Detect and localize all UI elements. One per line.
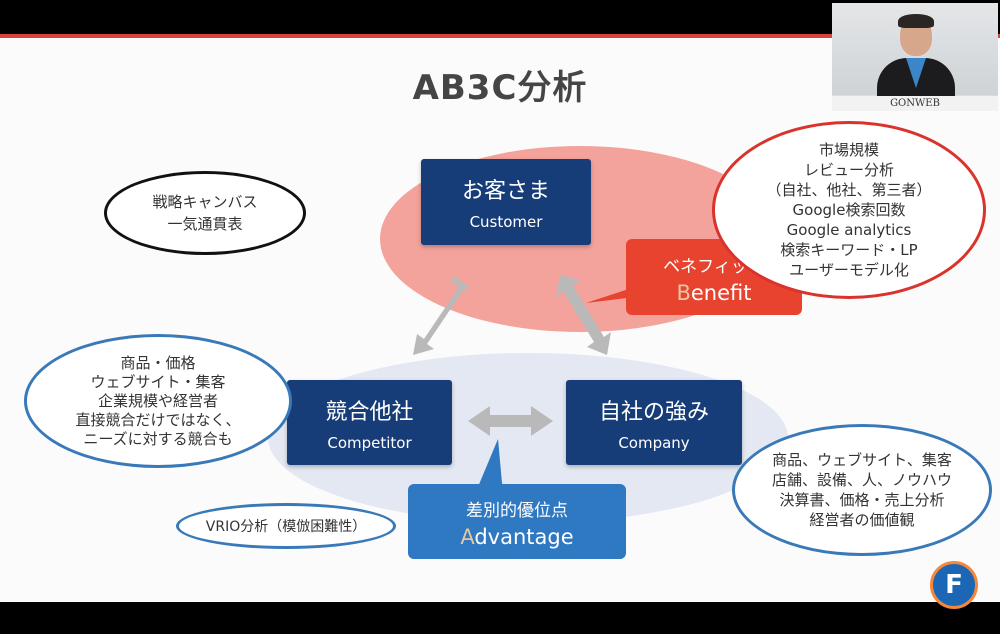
competitor-node-title: 競合他社 <box>325 400 414 425</box>
customer-note-line: ユーザーモデル化 <box>789 261 909 279</box>
strategy-note-line: 戦略キャンバス <box>152 193 258 211</box>
competitor-node: 競合他社 Competitor <box>287 380 452 465</box>
competitor-note-line: 企業規模や経営者 <box>97 391 218 410</box>
company-note-line: 商品、ウェブサイト、集客 <box>772 451 952 469</box>
competitor-note-line: ニーズに対する競合も <box>83 429 233 448</box>
advantage-rest: dvantage <box>474 525 574 549</box>
competitor-note-line: 商品・価格 <box>120 353 196 372</box>
presenter-label: GONWEB <box>832 96 998 111</box>
advantage-initial: A <box>460 525 475 549</box>
strategy-note-line: 一気通貫表 <box>167 215 243 233</box>
slide-red-rule <box>0 34 1000 38</box>
bottom-black-bar <box>0 602 1000 634</box>
slide: AB3C分析 お客さま Customer 競合他社 Competitor 自社の… <box>0 38 1000 602</box>
company-node-subtitle: Company <box>618 434 690 452</box>
company-node-title: 自社の強み <box>598 400 709 425</box>
competitor-note-line: ウェブサイト・集客 <box>90 372 226 391</box>
competitor-note: 商品・価格 ウェブサイト・集客 企業規模や経営者 直接競合だけではなく、 ニーズ… <box>24 334 292 468</box>
advantage-callout-subtitle: Advantage <box>408 525 626 549</box>
presenter-hair <box>898 14 934 28</box>
company-note-line: 決算書、価格・売上分析 <box>779 491 945 509</box>
channel-logo-letter: F <box>945 570 963 600</box>
customer-node-title: お客さま <box>461 179 550 204</box>
benefit-callout-subtitle: Benefit <box>626 281 802 305</box>
advantage-callout: 差別的優位点 Advantage <box>408 484 626 559</box>
customer-note-line: 検索キーワード・LP <box>780 241 918 259</box>
strategy-note: 戦略キャンバス 一気通貫表 <box>104 171 306 255</box>
company-note-line: 経営者の価値観 <box>809 511 915 529</box>
company-node: 自社の強み Company <box>566 380 742 465</box>
benefit-initial: B <box>676 281 691 305</box>
customer-note-line: Google検索回数 <box>792 201 906 219</box>
customer-node: お客さま Customer <box>421 159 591 245</box>
customer-node-subtitle: Customer <box>469 213 543 231</box>
competitor-node-subtitle: Competitor <box>327 434 412 452</box>
competitor-note-line: 直接競合だけではなく、 <box>75 410 241 429</box>
channel-logo-icon: F <box>930 561 978 609</box>
customer-note-line: （自社、他社、第三者） <box>766 181 932 199</box>
slide-title: AB3C分析 <box>412 68 588 108</box>
advantage-callout-title: 差別的優位点 <box>466 501 568 521</box>
benefit-rest: enefit <box>690 281 752 305</box>
customer-note-line: 市場規模 <box>818 141 879 159</box>
presenter-video: GONWEB <box>832 3 998 111</box>
company-note: 商品、ウェブサイト、集客 店舗、設備、人、ノウハウ 決算書、価格・売上分析 経営… <box>732 424 992 556</box>
customer-note: 市場規模 レビュー分析 （自社、他社、第三者） Google検索回数 Googl… <box>712 121 986 299</box>
vrio-note: VRIO分析（模倣困難性） <box>176 503 396 549</box>
customer-note-line: レビュー分析 <box>803 161 894 179</box>
company-note-line: 店舗、設備、人、ノウハウ <box>771 471 952 489</box>
customer-note-line: Google analytics <box>786 221 912 239</box>
vrio-note-text: VRIO分析（模倣困難性） <box>205 519 367 535</box>
